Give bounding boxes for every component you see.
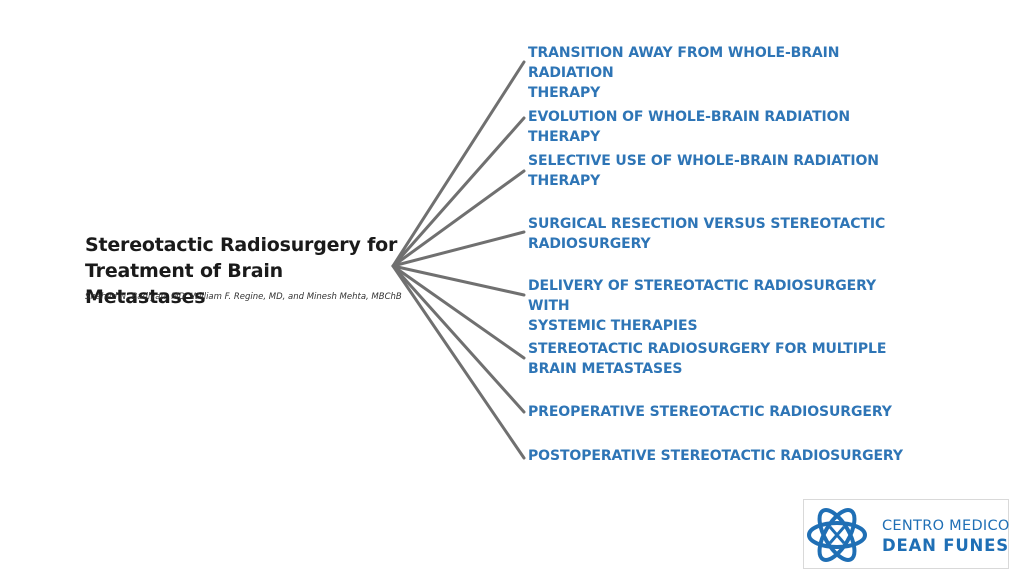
branch-5: DELIVERY OF STEREOTACTIC RADIOSURGERY WI… [528,276,908,336]
branch-3-line2: THERAPY [528,173,601,189]
connector-line-3 [391,169,526,268]
authors: Shahed N. Badiyan, MD, William F. Regine… [85,292,402,302]
branch-2-line1: EVOLUTION OF WHOLE-BRAIN RADIATION THERA… [528,109,851,145]
logo-text-line1: CENTRO MEDICO [882,518,1010,534]
branch-1-line1: TRANSITION AWAY FROM WHOLE-BRAIN RADIATI… [528,45,840,81]
root-title-line1: Stereotactic Radiosurgery for [85,234,398,256]
root-title-line2: Treatment of Brain Metastases [85,260,283,308]
branch-7-line1: PREOPERATIVE STEREOTACTIC RADIOSURGERY [528,404,892,420]
branch-6-line1: STEREOTACTIC RADIOSURGERY FOR MULTIPLE [528,341,887,357]
clinic-logo: CENTRO MEDICO DEAN FUNES [803,499,1009,569]
connector-line-1 [391,60,526,268]
branch-7: PREOPERATIVE STEREOTACTIC RADIOSURGERY [528,402,908,422]
branch-4-line2: RADIOSURGERY [528,236,651,252]
connector-line-7 [391,264,526,414]
branch-2: EVOLUTION OF WHOLE-BRAIN RADIATION THERA… [528,107,908,147]
branch-5-line1: DELIVERY OF STEREOTACTIC RADIOSURGERY WI… [528,278,877,314]
branch-1: TRANSITION AWAY FROM WHOLE-BRAIN RADIATI… [528,43,908,103]
atom-icon [807,508,867,562]
branch-4-line1: SURGICAL RESECTION VERSUS STEREOTACTIC [528,216,886,232]
connector-line-4 [391,230,526,268]
connector-line-5 [391,264,526,297]
connector-line-2 [391,116,526,268]
branch-5-line2: SYSTEMIC THERAPIES [528,318,698,334]
branch-8-line1: POSTOPERATIVE STEREOTACTIC RADIOSURGERY [528,448,903,464]
logo-text-line2: DEAN FUNES [882,536,1009,555]
branch-3: SELECTIVE USE OF WHOLE-BRAIN RADIATION T… [528,151,908,191]
branch-3-line1: SELECTIVE USE OF WHOLE-BRAIN RADIATION [528,153,879,169]
branch-8: POSTOPERATIVE STEREOTACTIC RADIOSURGERY [528,446,908,466]
connector-line-8 [391,264,526,460]
branch-6-line2: BRAIN METASTASES [528,361,683,377]
connector-line-6 [391,264,526,360]
branch-6: STEREOTACTIC RADIOSURGERY FOR MULTIPLE B… [528,339,908,379]
branch-1-line2: THERAPY [528,85,601,101]
root-title: Stereotactic Radiosurgery for Treatment … [85,232,405,310]
branch-4: SURGICAL RESECTION VERSUS STEREOTACTIC R… [528,214,908,254]
